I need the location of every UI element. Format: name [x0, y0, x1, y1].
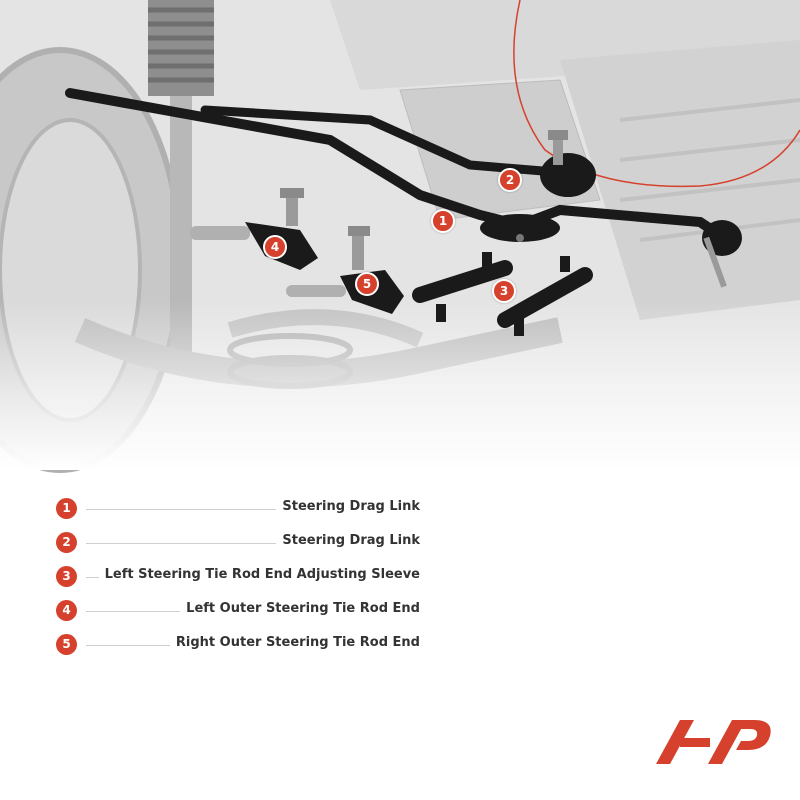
legend-number-badge: 5 — [56, 634, 77, 655]
part-marker-3: 3 — [492, 279, 516, 303]
part-marker-2: 2 — [498, 168, 522, 192]
highlight-arc — [513, 0, 800, 188]
part-marker-4: 4 — [263, 235, 287, 259]
part-marker-5: 5 — [355, 272, 379, 296]
adjusting-sleeve-part — [412, 252, 593, 336]
brand-logo — [656, 720, 771, 764]
legend-label: Steering Drag Link — [276, 499, 420, 514]
legend-row: 5 Right Outer Steering Tie Rod End — [56, 634, 420, 656]
legend-label: Left Steering Tie Rod End Adjusting Slee… — [98, 567, 420, 582]
legend-leader-line — [86, 509, 420, 510]
legend-number-badge: 4 — [56, 600, 77, 621]
legend-number-badge: 1 — [56, 498, 77, 519]
legend-row: 3 Left Steering Tie Rod End Adjusting Sl… — [56, 566, 420, 588]
part-marker-1: 1 — [431, 209, 455, 233]
undercarriage-background — [0, 0, 800, 473]
legend-row: 2 Steering Drag Link — [56, 532, 420, 554]
legend-leader-line — [86, 543, 420, 544]
legend-number-badge: 2 — [56, 532, 77, 553]
legend-row: 1 Steering Drag Link — [56, 498, 420, 520]
legend-label: Steering Drag Link — [276, 533, 420, 548]
drag-link-1-part — [65, 88, 742, 288]
legend-number-badge: 3 — [56, 566, 77, 587]
legend-row: 4 Left Outer Steering Tie Rod End — [56, 600, 420, 622]
legend-label: Right Outer Steering Tie Rod End — [169, 635, 420, 650]
legend-label: Left Outer Steering Tie Rod End — [180, 601, 420, 616]
